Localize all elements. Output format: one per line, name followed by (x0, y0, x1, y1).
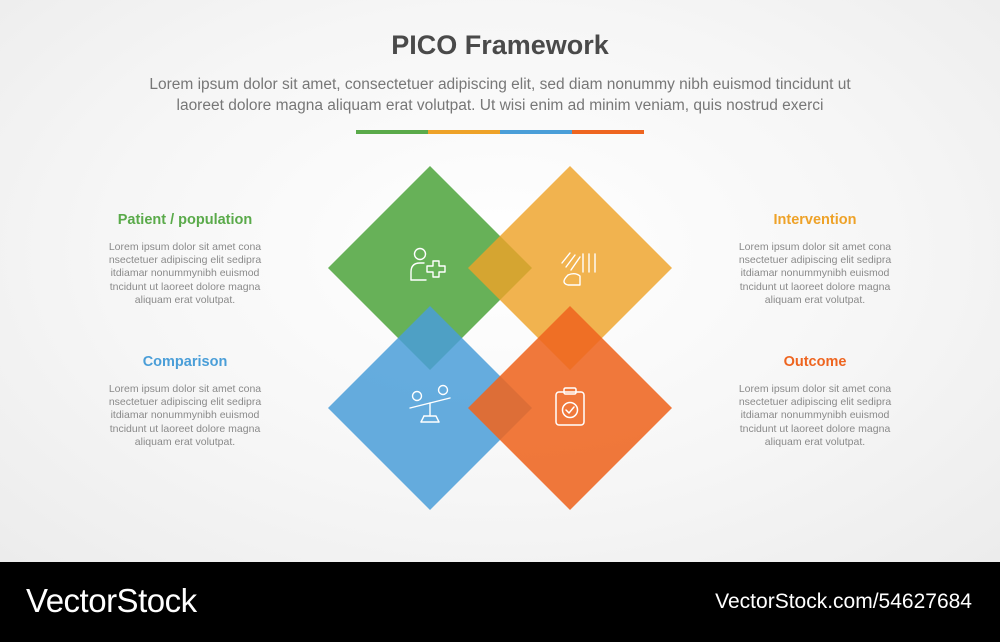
subtitle-line-2: laoreet dolore magna aliquam erat volutp… (176, 97, 824, 114)
page-subtitle: Lorem ipsum dolor sit amet, consectetuer… (60, 74, 940, 116)
text-line: Lorem ipsum dolor sit amet cona (738, 383, 892, 395)
patient-add-icon (410, 247, 446, 281)
outcome-description: Lorem ipsum dolor sit amet cona nsectetu… (700, 383, 930, 449)
text-line: nsectetuer adipiscing elit sedipra (738, 396, 892, 409)
comparison-title: Comparison (142, 354, 228, 370)
divider-green (356, 130, 428, 134)
comparison-description: Lorem ipsum dolor sit amet cona nsectetu… (70, 383, 300, 449)
text-line: aliquam erat volutpat. (764, 435, 866, 448)
intervention-description: Lorem ipsum dolor sit amet cona nsectetu… (700, 241, 930, 307)
text-line: aliquam erat volutpat. (134, 435, 236, 448)
text-line: itdiamar nonummynibh euismod (740, 267, 890, 280)
footer-logo: VectorStock (26, 582, 197, 619)
patient-description: Lorem ipsum dolor sit amet cona nsectetu… (70, 241, 300, 307)
text-line: tncidunt ut laoreet dolore magna (739, 280, 891, 293)
infographic-canvas: PICO Framework Lorem ipsum dolor sit ame… (0, 0, 1000, 562)
footer-bar: VectorStock VectorStock.com/54627684 (0, 562, 1000, 642)
text-line: itdiamar nonummynibh euismod (740, 409, 890, 422)
text-line: tncidunt ut laoreet dolore magna (109, 280, 261, 293)
divider-yellow (428, 130, 500, 134)
subtitle-line-1: Lorem ipsum dolor sit amet, consectetuer… (149, 76, 851, 93)
text-line: aliquam erat volutpat. (764, 293, 866, 306)
divider-orange (572, 130, 644, 134)
page-title: PICO Framework (391, 30, 609, 60)
seesaw-ab-icon (409, 384, 451, 423)
text-line: nsectetuer adipiscing elit sedipra (108, 396, 262, 409)
divider-blue (500, 130, 572, 134)
hand-intervention-icon (561, 252, 596, 286)
clipboard-check-icon (555, 387, 585, 426)
patient-title: Patient / population (117, 212, 253, 228)
text-line: Lorem ipsum dolor sit amet cona (108, 241, 262, 253)
pico-diamond-diagram (328, 166, 672, 510)
color-divider (356, 130, 644, 134)
text-line: aliquam erat volutpat. (134, 293, 236, 306)
text-line: itdiamar nonummynibh euismod (110, 409, 260, 422)
text-line: tncidunt ut laoreet dolore magna (109, 422, 261, 435)
text-line: tncidunt ut laoreet dolore magna (739, 422, 891, 435)
text-line: nsectetuer adipiscing elit sedipra (738, 254, 892, 267)
text-line: Lorem ipsum dolor sit amet cona (108, 383, 262, 395)
intervention-title: Intervention (773, 212, 857, 228)
outcome-title: Outcome (783, 354, 847, 370)
text-line: Lorem ipsum dolor sit amet cona (738, 241, 892, 253)
intervention-diamond (468, 166, 672, 370)
footer-image-id: VectorStock.com/54627684 (715, 590, 972, 613)
text-line: nsectetuer adipiscing elit sedipra (108, 254, 262, 267)
outcome-diamond (468, 306, 672, 510)
text-line: itdiamar nonummynibh euismod (110, 267, 260, 280)
patient-diamond (328, 166, 532, 370)
